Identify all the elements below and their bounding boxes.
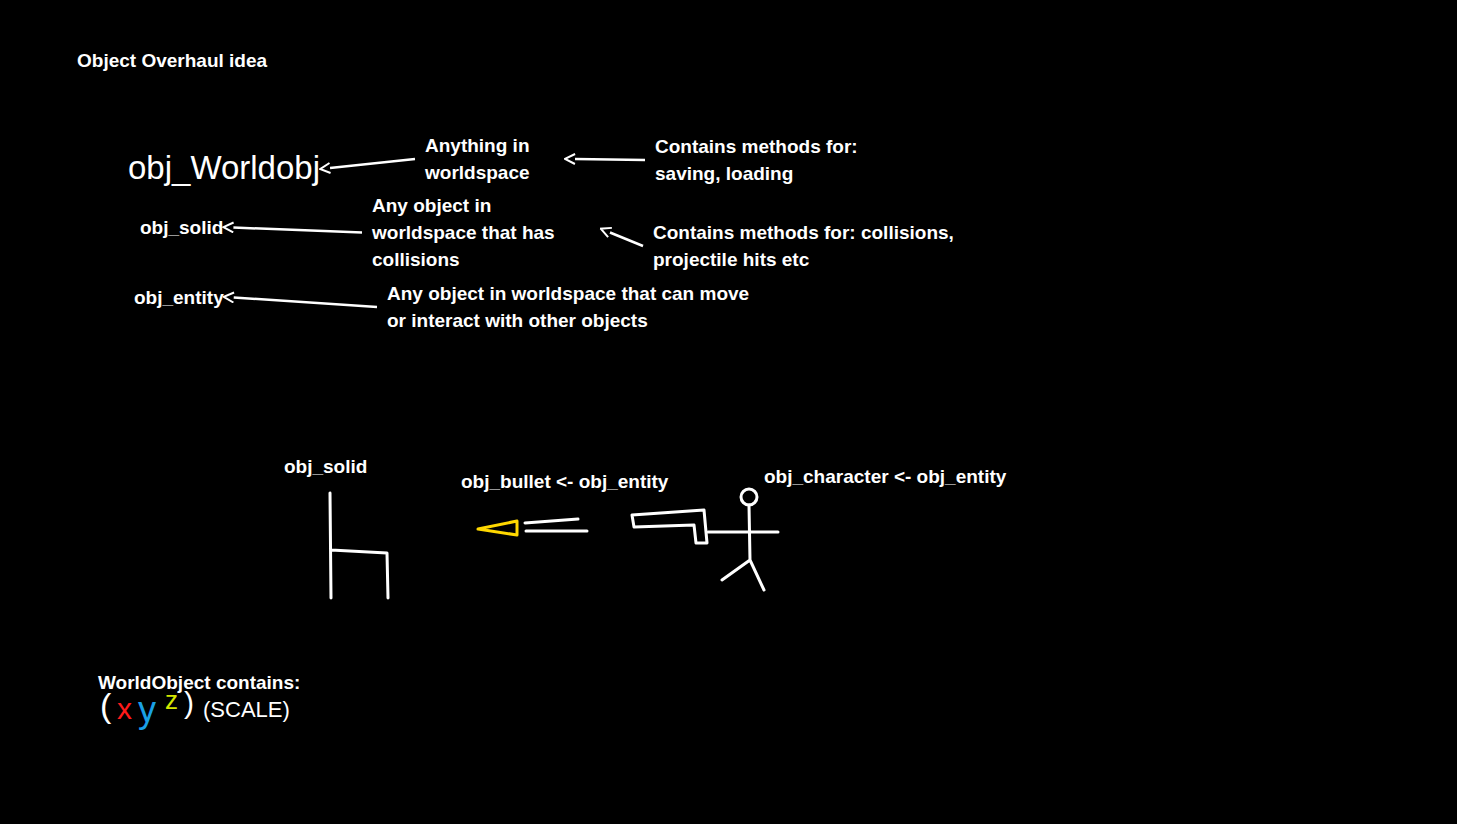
handwritten-axis: x: [117, 692, 132, 726]
text-node: Any object in worldspace that has collis…: [372, 192, 600, 273]
arrow-connector: [575, 159, 645, 160]
node-text: obj_solid: [140, 214, 223, 241]
handwritten-bracket: ): [184, 686, 194, 720]
handwritten-note: (SCALE): [203, 697, 290, 723]
arrow-connector: [233, 228, 362, 233]
handwritten-axis: y: [138, 689, 156, 731]
node-text: Any object in worldspace that can move o…: [387, 280, 767, 334]
note-heading: WorldObject contains:: [98, 672, 300, 694]
diagram-title: Object Overhaul idea: [77, 50, 267, 72]
text-node: Contains methods for: collisions, projec…: [653, 219, 963, 273]
text-node: obj_solid: [140, 214, 223, 241]
handwritten-axis: z: [165, 685, 178, 716]
arrow-connector: [330, 159, 415, 168]
text-node: Any object in worldspace that can move o…: [387, 280, 767, 334]
text-node: Anything in worldspace: [425, 132, 565, 186]
text-node: obj_entity: [134, 284, 224, 311]
node-text: obj_Worldobj: [128, 148, 320, 188]
arrow-connector: [610, 233, 643, 247]
chair-drawing: [330, 493, 388, 598]
text-node: Contains methods for: saving, loading: [655, 133, 905, 187]
object-label: obj_solid: [284, 456, 367, 478]
bullet-drawing: [478, 521, 517, 535]
gun-drawing: [632, 510, 707, 543]
node-text: Contains methods for: saving, loading: [655, 133, 905, 187]
node-text: Any object in worldspace that has collis…: [372, 192, 600, 273]
object-label: obj_character <- obj_entity: [764, 466, 1006, 488]
handwritten-bracket: (: [100, 686, 111, 725]
node-text: Contains methods for: collisions, projec…: [653, 219, 963, 273]
node-text: obj_entity: [134, 284, 224, 311]
arrow-connector: [234, 298, 377, 308]
bullet-trail: [525, 519, 587, 531]
object-label: obj_bullet <- obj_entity: [461, 471, 668, 493]
text-node: obj_Worldobj: [128, 148, 320, 188]
character-body: [708, 505, 778, 590]
node-text: Anything in worldspace: [425, 132, 565, 186]
character-head: [741, 489, 757, 505]
